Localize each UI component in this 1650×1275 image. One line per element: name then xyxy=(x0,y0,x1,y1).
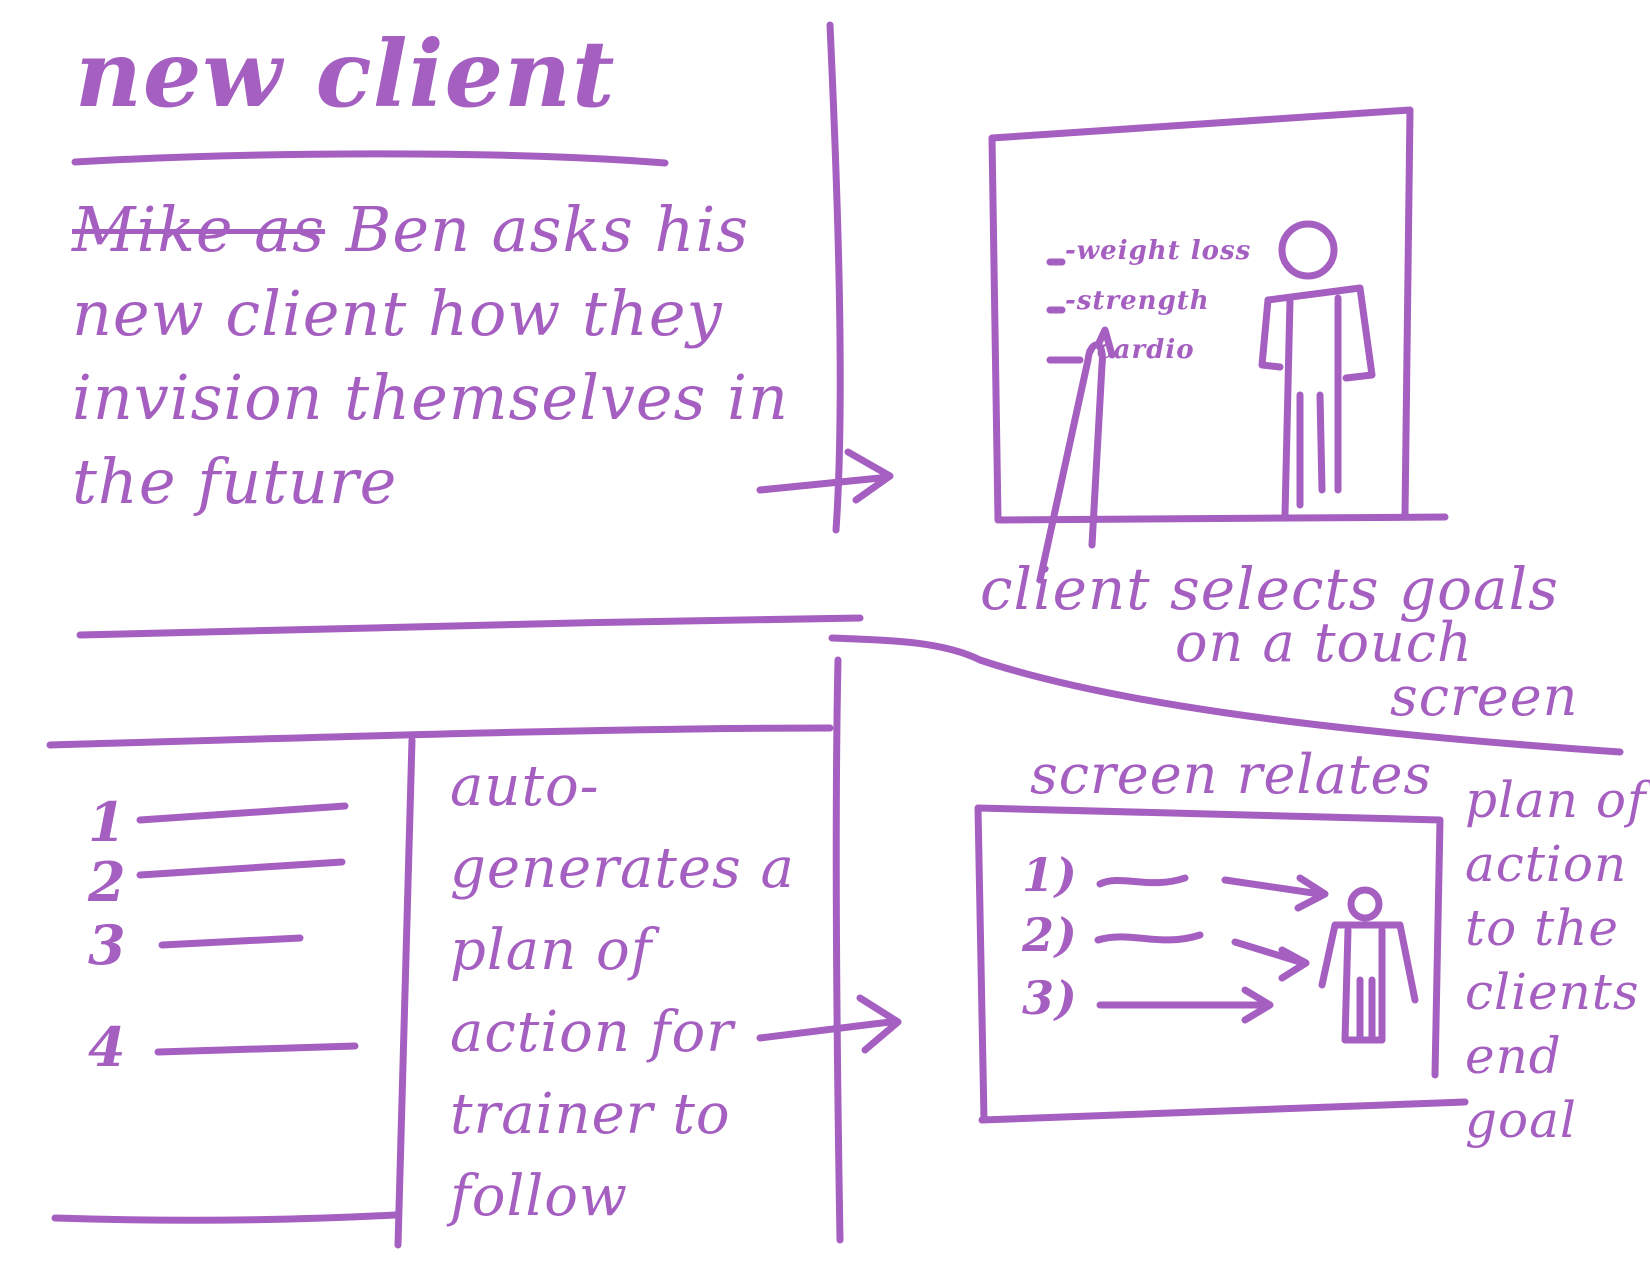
struck-out-name: Mike as xyxy=(72,193,326,266)
list-line-3 xyxy=(158,934,304,949)
list-line-4 xyxy=(154,1042,359,1056)
arrow-right-icon-2 xyxy=(756,994,902,1054)
step-arrow-1 xyxy=(1096,874,1329,912)
goal-cardio[interactable]: -cardio xyxy=(1085,335,1195,365)
divider-horizontal-left xyxy=(76,614,864,639)
panel2-caption-line3: screen xyxy=(1390,665,1579,728)
list-frame xyxy=(46,724,834,1249)
panel3-description: auto-generates a plan of action for trai… xyxy=(450,754,795,1229)
goal-weight-loss[interactable]: -weight loss xyxy=(1065,236,1252,266)
step-arrow-3 xyxy=(1096,986,1274,1024)
stick-figure-icon xyxy=(1258,220,1376,519)
list-number-1: 1 xyxy=(88,790,127,854)
list-number-4: 4 xyxy=(88,1015,127,1079)
plan-step-2: 2) xyxy=(1022,908,1078,962)
panel2-caption-line2: on a touch xyxy=(1175,611,1473,674)
page-title: new client xyxy=(75,20,616,128)
panel2-caption-line1: client selects goals xyxy=(980,555,1559,623)
list-line-2 xyxy=(136,858,346,879)
goal-strength[interactable]: -strength xyxy=(1065,286,1210,316)
step-arrow-2 xyxy=(1094,931,1310,982)
divider-horizontal-right xyxy=(828,634,1624,756)
panel4-caption-line2: plan of action to the clients end goal xyxy=(1465,771,1647,1149)
hand-pointer-icon xyxy=(1036,326,1116,584)
list-line-1 xyxy=(136,802,349,824)
panel1-description: Mike as Ben asks his new client how they… xyxy=(72,188,792,524)
result-screen-frame xyxy=(974,804,1469,1124)
divider-vertical-top xyxy=(826,21,844,534)
list-number-2: 2 xyxy=(88,850,127,914)
stick-figure-icon-2 xyxy=(1318,886,1419,1044)
title-underline xyxy=(71,150,669,167)
arrow-right-icon xyxy=(756,448,894,504)
touch-screen-frame xyxy=(988,106,1449,524)
divider-vertical-bottom xyxy=(832,656,844,1244)
list-number-3: 3 xyxy=(88,913,127,977)
panel4-caption-line1: screen relates xyxy=(1030,743,1433,806)
plan-step-3: 3) xyxy=(1022,971,1078,1025)
plan-step-1: 1) xyxy=(1022,848,1078,902)
panel1-text: Ben asks his new client how they invisio… xyxy=(72,193,789,518)
